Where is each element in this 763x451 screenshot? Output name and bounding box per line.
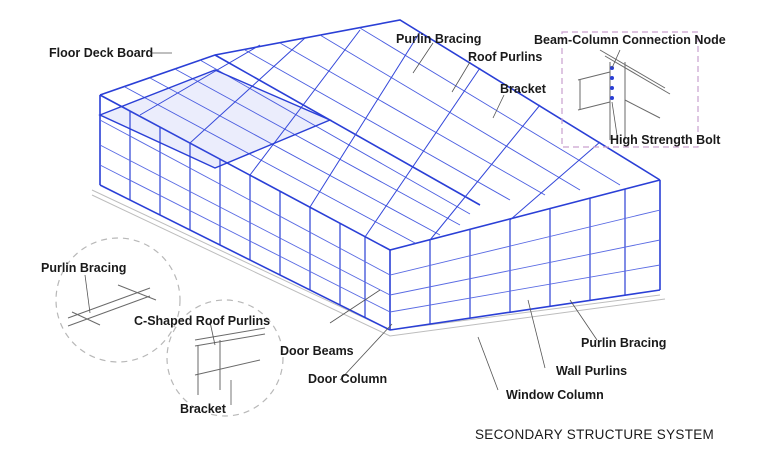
label-door-column: Door Column (308, 372, 388, 386)
label-beam-column-connection-node: Beam-Column Connection Node (534, 33, 726, 47)
label-roof-purlins: Roof Purlins (468, 50, 543, 64)
c-purlin-detail-circle (166, 299, 284, 417)
label-bracket-top: Bracket (500, 82, 546, 96)
label-high-strength-bolt: High Strength Bolt (610, 133, 721, 147)
wall-columns (129, 111, 626, 324)
connection-detail-drawing (577, 49, 671, 140)
label-bracket-bottom: Bracket (180, 402, 226, 416)
label-purlin-bracing-left: Purlin Bracing (41, 261, 127, 275)
purlin-bracing-detail-drawing (67, 284, 157, 327)
bolt-markers (610, 66, 614, 100)
label-door-beams: Door Beams (280, 344, 354, 358)
c-purlin-detail-drawing (194, 327, 266, 395)
leader-lines (84, 42, 621, 405)
label-floor-deck-board: Floor Deck Board (49, 46, 154, 60)
wall-girts (99, 119, 661, 313)
label-c-shaped-roof-purlins: C-Shaped Roof Purlins (134, 314, 271, 328)
label-wall-purlins: Wall Purlins (556, 364, 628, 378)
purlin-bracing-detail-circle (55, 237, 181, 363)
diagram-title: SECONDARY STRUCTURE SYSTEM (475, 427, 715, 442)
building-frame (99, 19, 661, 331)
rafters (139, 29, 601, 241)
label-purlin-bracing-right: Purlin Bracing (581, 336, 667, 350)
mezzanine-floor (98, 69, 332, 169)
label-window-column: Window Column (506, 388, 604, 402)
connection-detail-box (561, 31, 699, 148)
label-purlin-bracing-top: Purlin Bracing (396, 32, 482, 46)
